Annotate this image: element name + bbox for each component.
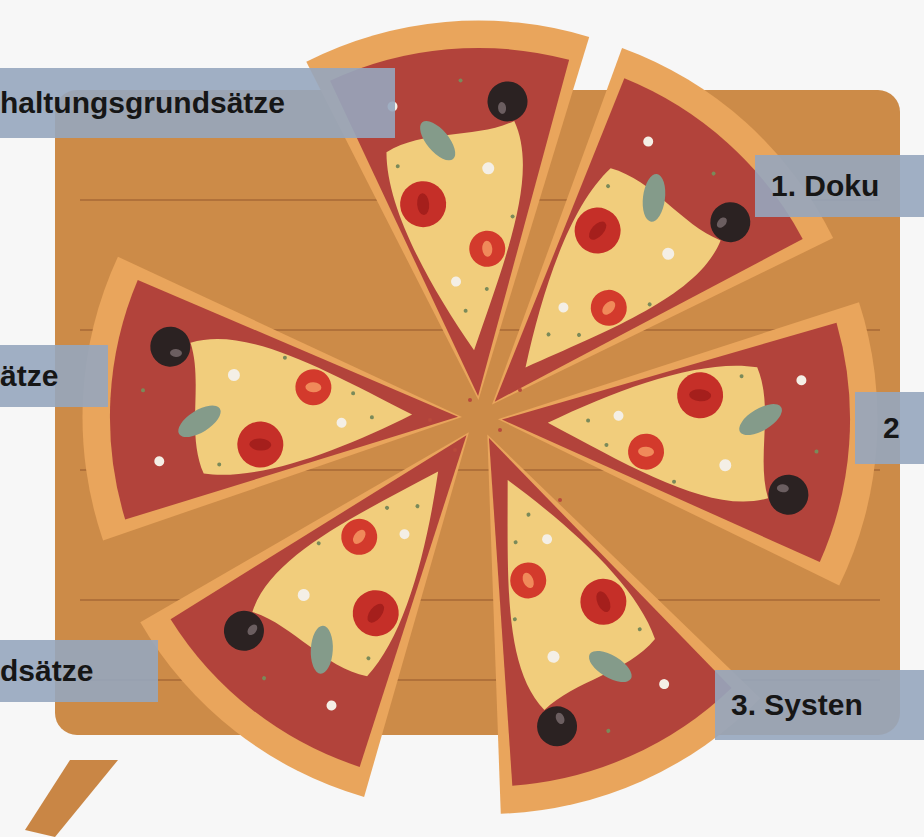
label-box: 1. Doku: [755, 155, 924, 217]
label-box: dsätze: [0, 640, 158, 702]
label-text: ätze: [0, 359, 58, 393]
label-box: ätze: [0, 345, 108, 407]
label-text: dsätze: [0, 654, 93, 688]
label-box: 2: [855, 392, 924, 464]
label-text: 2: [883, 411, 900, 445]
label-box: haltungsgrundsätze: [0, 68, 395, 138]
label-box: 3. Systen: [715, 670, 924, 740]
label-text: haltungsgrundsätze: [0, 86, 285, 120]
label-text: 3. Systen: [731, 688, 863, 722]
label-text: 1. Doku: [771, 169, 879, 203]
